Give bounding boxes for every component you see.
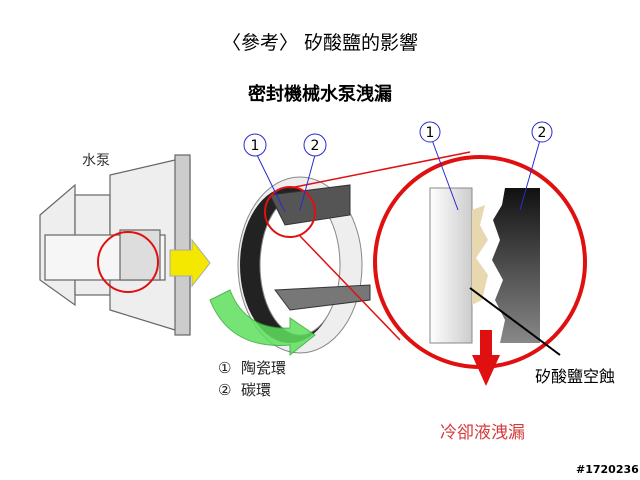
yellow-arrow xyxy=(169,238,211,288)
erosion-deposit xyxy=(472,205,488,305)
callout-2-label: 2 xyxy=(311,138,320,154)
rotation-arrow xyxy=(209,289,316,357)
callout-2: 2 2 xyxy=(299,121,553,211)
legend-marker: ① xyxy=(218,359,232,377)
page-title: 〈參考〉 矽酸鹽的影響 xyxy=(221,32,419,54)
leak-label: 冷卻液洩漏 xyxy=(440,423,525,443)
legend-label: 碳環 xyxy=(241,381,272,399)
seal-ring-drawing xyxy=(237,176,371,354)
diagram-subtitle: 密封機械水泵洩漏 xyxy=(248,84,392,105)
carbon-ring xyxy=(492,188,540,343)
callout-1-label: 1 xyxy=(251,138,260,154)
legend-label: 陶瓷環 xyxy=(241,359,287,377)
pump-seal-highlight xyxy=(97,231,159,293)
callout-1-label-zoom: 1 xyxy=(426,125,435,141)
legend-ceramic-ring: ① 陶瓷環 xyxy=(218,357,286,378)
water-pump-drawing xyxy=(39,154,191,336)
legend-carbon-ring: ② 碳環 xyxy=(218,379,271,400)
seal-detail-highlight xyxy=(264,186,316,238)
erosion-label: 矽酸鹽空蝕 xyxy=(535,367,616,386)
watermark: #1720236 xyxy=(576,463,639,476)
pump-label: 水泵 xyxy=(82,153,110,169)
callout-1: 1 1 xyxy=(243,121,459,213)
ceramic-ring xyxy=(429,187,473,344)
callout-2-label-zoom: 2 xyxy=(538,125,547,141)
leak-arrow xyxy=(472,355,500,386)
legend-marker: ② xyxy=(218,381,232,399)
